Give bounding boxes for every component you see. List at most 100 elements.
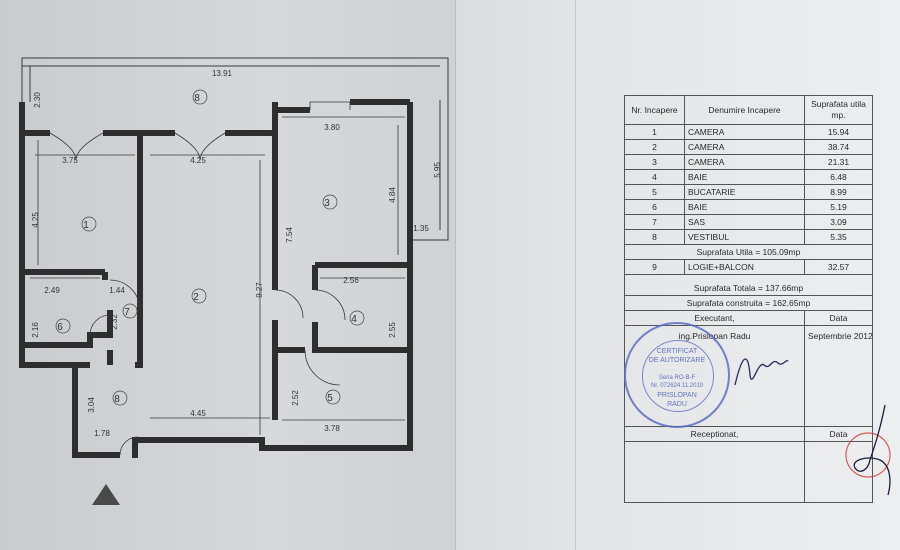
executant-date: Septembrie 2012	[804, 325, 873, 427]
door-bath4	[314, 289, 346, 321]
row-nr: 2	[624, 139, 685, 155]
dim-room2-height: 9.27	[255, 282, 264, 298]
door-entry	[119, 436, 139, 456]
dim-bath6-height: 2.16	[31, 322, 40, 338]
room-8-top-circle	[192, 89, 208, 105]
balcony-nr: 9	[624, 259, 685, 275]
useful-total-row: Suprafata Utila = 105.09mp	[624, 244, 873, 260]
room-6-number: 6	[57, 322, 63, 333]
room-5-number: 5	[327, 393, 333, 404]
total-area: Suprafata Totala = 137.66mp	[624, 274, 873, 296]
row-area: 5.35	[804, 229, 873, 245]
stamp-line4: Nr. 072624.11.2010	[650, 383, 704, 389]
receptionat-label: Receptionat,	[624, 426, 805, 442]
useful-total: Suprafata Utila = 105.09mp	[624, 244, 873, 260]
executant-signature	[734, 358, 789, 386]
stamp-line2: DE AUTORIZARE	[648, 357, 706, 364]
row-nr: 3	[624, 154, 685, 170]
dim-kitchen-height: 2.52	[291, 390, 300, 406]
dim-hall-width: 4.45	[190, 409, 206, 418]
receptionat-signature	[845, 404, 891, 496]
row-name: CAMERA	[684, 154, 805, 170]
balcony-outline	[22, 57, 449, 241]
row-area: 8.99	[804, 184, 873, 200]
header-nr: Nr. Incapere	[624, 95, 685, 125]
room-2-circle	[191, 288, 207, 304]
built-area: Suprafata construita = 162.65mp	[624, 295, 873, 311]
dim-room2-width: 4.25	[190, 156, 206, 165]
stamp-line3: Seria RO-B-F	[658, 375, 696, 381]
dim-room3-height: 4.84	[388, 187, 397, 203]
certification-stamp: CERTIFICAT DE AUTORIZARE Seria RO-B-F Nr…	[624, 322, 730, 428]
dim-room3-width: 3.80	[324, 123, 340, 132]
outer-wall-bottom-right	[132, 102, 413, 458]
date-label: Data	[804, 310, 873, 326]
room-7-number: 7	[124, 307, 130, 318]
row-nr: 1	[624, 124, 685, 140]
receptionat-empty	[624, 441, 805, 503]
door-room2	[174, 132, 226, 161]
dim-total-width: 13.91	[212, 69, 233, 78]
stamp-line6: RADU	[667, 401, 687, 408]
row-name: VESTIBUL	[684, 229, 805, 245]
row-name: BAIE	[684, 169, 805, 185]
room-area-table: Nr. Incapere Denumire Incapere Suprafata…	[624, 95, 873, 503]
room-6-circle	[55, 318, 71, 334]
row-area: 21.31	[804, 154, 873, 170]
dim-right-height: 5.95	[433, 162, 442, 178]
room-1-circle	[81, 216, 97, 232]
row-nr: 5	[624, 184, 685, 200]
executant-label: Executant,	[624, 310, 805, 326]
header-name: Denumire Incapere	[684, 95, 805, 125]
built-row: Suprafata construita = 162.65mp	[624, 295, 873, 311]
total-row: Suprafata Totala = 137.66mp	[624, 274, 873, 296]
row-area: 38.74	[804, 139, 873, 155]
entrance-arrow-icon	[92, 484, 120, 505]
door-room1	[49, 132, 104, 161]
dim-sas-width: 1.44	[109, 286, 125, 295]
row-area: 3.09	[804, 214, 873, 230]
dim-bath6-width: 2.49	[44, 286, 60, 295]
stamp-line5: PRISLOPAN	[657, 392, 697, 399]
stamp-line1: CERTIFICAT	[656, 348, 698, 355]
dim-kitchen-width: 3.78	[324, 424, 340, 433]
row-name: SAS	[684, 214, 805, 230]
room-7-circle	[122, 303, 138, 319]
wall-bath4-bottom	[312, 322, 410, 353]
room-3-number: 3	[324, 198, 330, 209]
row-name: CAMERA	[684, 124, 805, 140]
door-bath6	[89, 314, 111, 336]
blank-sheet	[455, 0, 576, 550]
dim-room1-height: 4.25	[31, 212, 40, 228]
window-room3	[309, 101, 351, 110]
wall-top-room2-b	[225, 102, 278, 136]
table-header-row: Nr. Incapere Denumire Incapere Suprafata…	[624, 95, 873, 125]
dim-room2-side: 7.54	[285, 227, 294, 243]
balcony-area: 32.57	[804, 259, 873, 275]
door-kitchen	[304, 349, 341, 386]
row-nr: 7	[624, 214, 685, 230]
row-nr: 6	[624, 199, 685, 215]
room-3-circle	[322, 194, 338, 210]
room-8-top-number: 8	[194, 93, 200, 104]
dim-right-offset: 1.35	[413, 224, 429, 233]
row-name: BAIE	[684, 199, 805, 215]
dim-bath4-width: 2.56	[343, 276, 359, 285]
row-nr: 8	[624, 229, 685, 245]
room-8-circle	[112, 390, 128, 406]
dim-sas-height: 2.32	[110, 314, 119, 330]
wall-sas-right	[135, 275, 143, 368]
wall-top-room1-b	[103, 130, 143, 145]
receptionat-row	[624, 441, 873, 503]
row-nr: 4	[624, 169, 685, 185]
room-4-number: 4	[351, 314, 357, 325]
room-2-number: 2	[193, 292, 199, 303]
row-name: CAMERA	[684, 139, 805, 155]
door-room3	[274, 289, 304, 319]
